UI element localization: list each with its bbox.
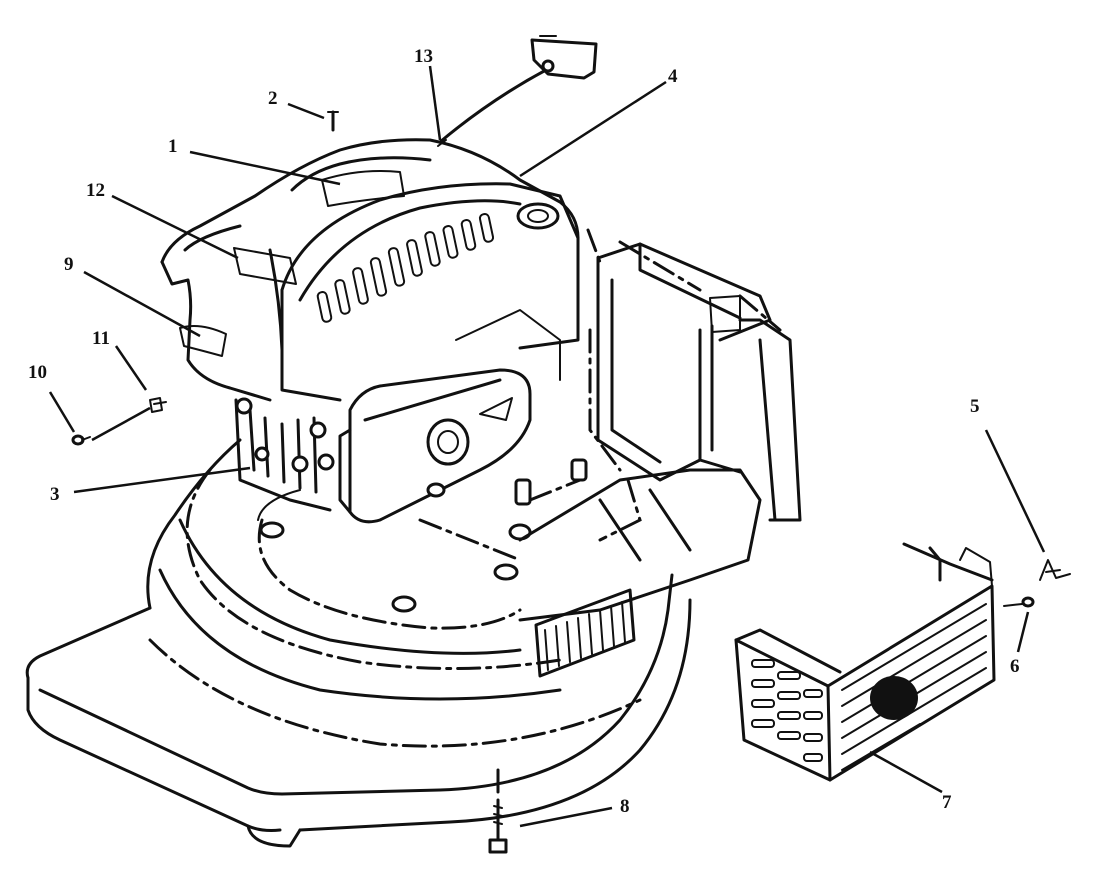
- callout-9: 9: [64, 254, 74, 275]
- part-2-screw: [327, 110, 339, 132]
- deck-vents: [534, 588, 636, 678]
- decal-12: [233, 247, 297, 285]
- part-10-screw: [71, 434, 91, 446]
- leader-lines: [48, 65, 1046, 828]
- part-8-bolt: [488, 768, 508, 854]
- part-11-clip: [149, 397, 167, 413]
- shroud-vents: [316, 213, 495, 323]
- callout-12: 12: [86, 180, 105, 201]
- part-5-fastener: [1039, 559, 1071, 581]
- grille-slots-right: [841, 603, 987, 771]
- rear-bracket: [418, 228, 802, 562]
- callout-5: 5: [970, 396, 980, 417]
- part-6-screw: [1003, 596, 1035, 608]
- decal-1: [321, 170, 405, 207]
- callout-6: 6: [1010, 656, 1020, 677]
- callout-11: 11: [92, 328, 110, 349]
- part-7-grille: [734, 542, 996, 782]
- grille-hole: [870, 676, 918, 720]
- callout-3: 3: [50, 484, 60, 505]
- mower-deck: [25, 438, 762, 848]
- callout-10: 10: [28, 362, 47, 383]
- callout-7: 7: [942, 792, 952, 813]
- callout-labels: 1 2 3 4 5 6 7 8 9 10 11 12 13: [28, 46, 1020, 817]
- engine: [160, 138, 580, 524]
- grille-slots-left: [751, 659, 823, 762]
- spark-plug-boot: [437, 35, 598, 147]
- callout-1: 1: [168, 136, 178, 157]
- decal-9: [179, 325, 227, 357]
- callout-2: 2: [268, 88, 278, 109]
- callout-8: 8: [620, 796, 630, 817]
- callout-4: 4: [668, 66, 678, 87]
- callout-13: 13: [414, 46, 433, 67]
